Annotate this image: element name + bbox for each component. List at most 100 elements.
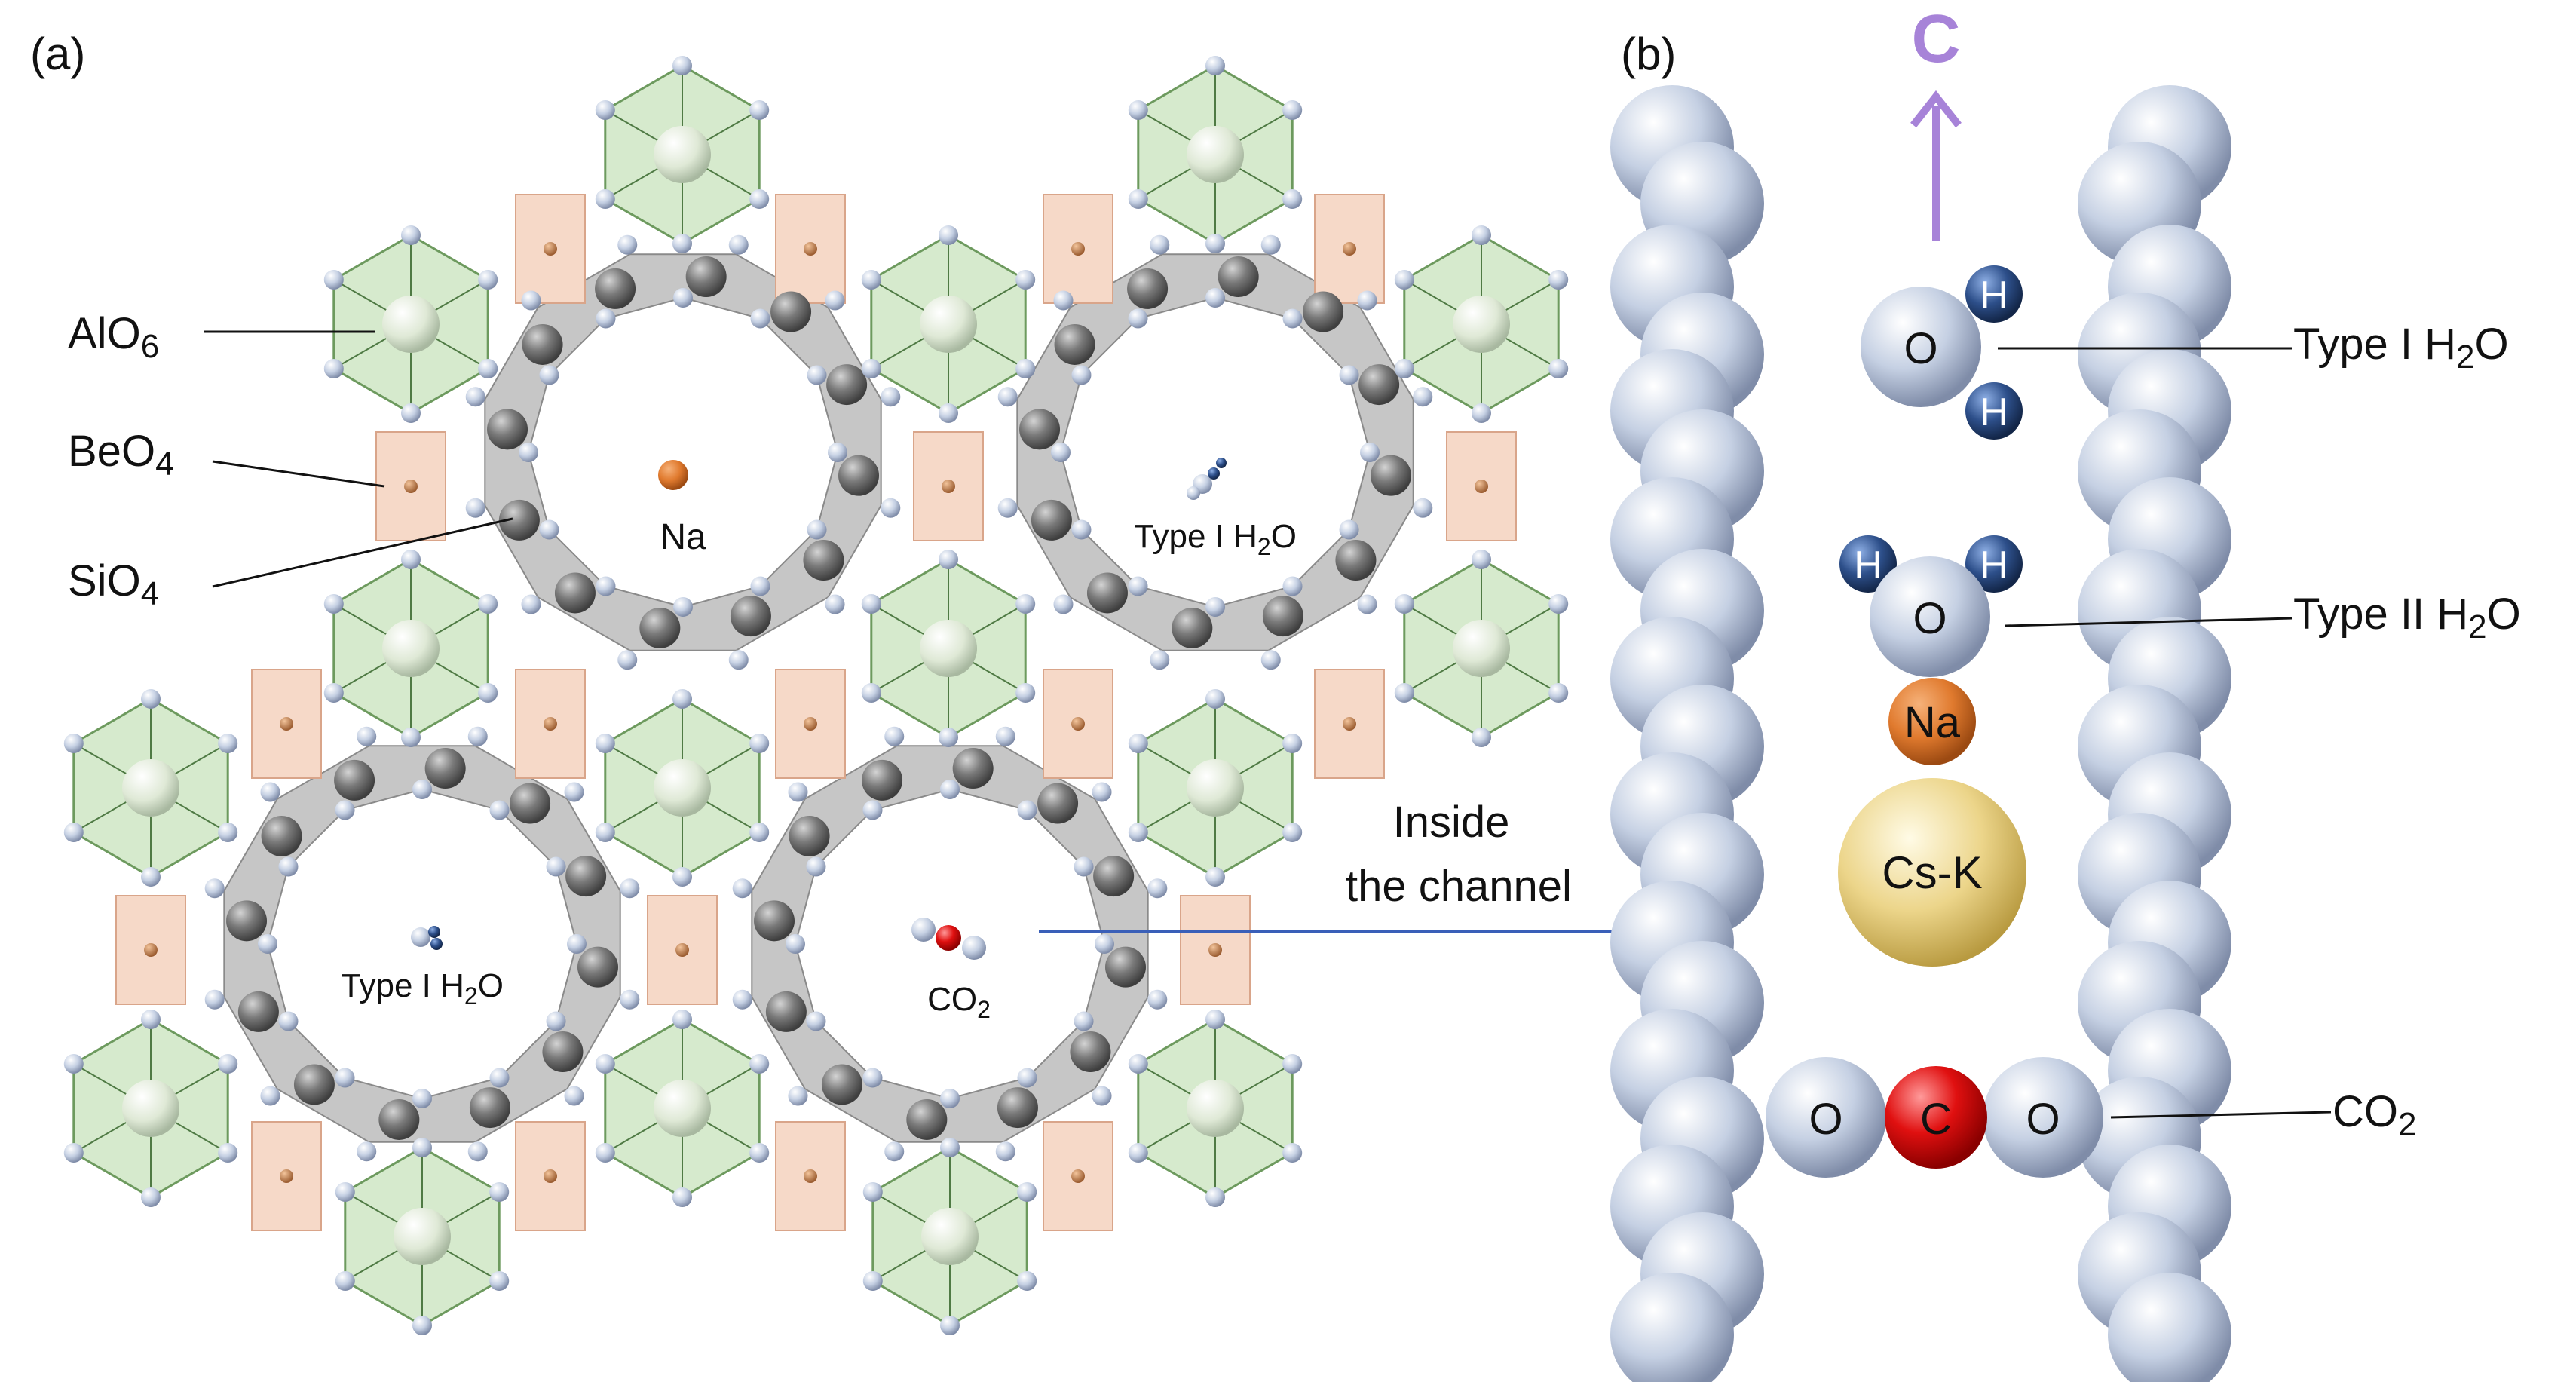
- o-atom: [63, 734, 84, 753]
- be-atom: [1071, 1169, 1085, 1183]
- svg-text:C: C: [1920, 1095, 1952, 1144]
- o-atom: [595, 100, 615, 120]
- o-atom: [617, 650, 638, 670]
- al-atom: [921, 1208, 979, 1265]
- o-atom: [1548, 683, 1569, 703]
- o-atom: [672, 689, 692, 709]
- al-atom: [1453, 620, 1510, 677]
- o-atom: [278, 856, 299, 877]
- o-atom: [204, 989, 225, 1010]
- o-atom: [595, 734, 615, 753]
- be-atom: [544, 242, 557, 256]
- o-atom: [1339, 365, 1359, 385]
- co2-molecule-b: O C O: [1766, 1057, 2103, 1178]
- o-atom: [1548, 359, 1569, 378]
- be-atom: [280, 1169, 293, 1183]
- o-atom: [732, 989, 752, 1010]
- o-atom: [940, 780, 960, 799]
- o-atom: [997, 498, 1018, 518]
- o-atom: [1413, 387, 1433, 407]
- o-atom: [1260, 234, 1281, 255]
- si-atom: [565, 856, 607, 897]
- o-atom: [335, 800, 355, 820]
- type1-callout: Type I H2O: [2293, 320, 2509, 375]
- o-atom: [1128, 734, 1148, 753]
- svg-text:H: H: [1980, 391, 2008, 434]
- o-atom: [1071, 519, 1092, 540]
- o-atom: [1360, 443, 1380, 462]
- al-atom: [1453, 296, 1510, 353]
- cs-k-label: Cs-K: [1882, 847, 1982, 898]
- sio4-label: SiO4: [68, 556, 159, 612]
- o-atom: [749, 734, 770, 753]
- o-atom: [489, 1271, 510, 1291]
- o-atom: [1282, 308, 1303, 329]
- si-atom: [334, 759, 375, 801]
- o-atom: [1128, 576, 1148, 596]
- o-atom: [1092, 782, 1112, 802]
- o-atom: [1015, 359, 1036, 378]
- si-atom: [754, 900, 795, 942]
- be-atom: [1208, 943, 1222, 957]
- svg-text:H: H: [1854, 544, 1882, 587]
- be-atom: [942, 480, 955, 493]
- o-atom: [595, 189, 615, 209]
- be-atom: [1071, 242, 1085, 256]
- o-atom: [617, 234, 638, 255]
- o-atom: [401, 728, 421, 747]
- si-atom: [1218, 256, 1259, 298]
- o-atom: [401, 225, 421, 245]
- o-atom: [939, 225, 958, 245]
- si-atom: [378, 1099, 420, 1140]
- o-atom: [788, 782, 808, 802]
- o-atom: [323, 683, 344, 703]
- si-atom: [293, 1064, 335, 1105]
- na-atom-b: [1888, 678, 1976, 765]
- co2-label-a: CO2: [927, 981, 991, 1023]
- si-atom: [577, 946, 618, 988]
- o-atom: [401, 403, 421, 423]
- o-atom: [335, 1068, 355, 1088]
- o-atom: [1053, 594, 1074, 614]
- o-atom: [750, 308, 770, 329]
- si-atom: [1358, 364, 1400, 406]
- c-axis-label: C: [1912, 2, 1961, 77]
- o-atom: [861, 359, 881, 378]
- o-atom: [335, 1271, 355, 1291]
- o-atom: [1128, 823, 1148, 842]
- o-atom: [749, 189, 770, 209]
- o-atom: [1051, 443, 1071, 462]
- panel-a-label: (a): [30, 29, 85, 79]
- o-atom: [357, 1141, 377, 1162]
- o-atom: [672, 1187, 692, 1207]
- si-atom: [1019, 409, 1061, 450]
- si-atom: [1303, 291, 1344, 332]
- o-atom: [1394, 359, 1414, 378]
- svg-text:O: O: [1913, 594, 1947, 643]
- si-atom: [1104, 946, 1146, 988]
- o-atom: [862, 1182, 883, 1202]
- si-atom: [1127, 268, 1169, 309]
- o-atom: [595, 1143, 615, 1163]
- o-atom: [1357, 594, 1377, 614]
- si-atom: [510, 783, 551, 824]
- si-atom: [226, 900, 268, 942]
- o-atom: [749, 1054, 770, 1074]
- o-atom: [1394, 270, 1414, 290]
- si-atom: [522, 323, 563, 365]
- o-atom: [564, 1086, 584, 1106]
- the-channel-label: the channel: [1346, 862, 1572, 911]
- al-atom: [1187, 126, 1244, 183]
- si-atom: [826, 364, 868, 406]
- al-atom: [394, 1208, 451, 1265]
- o-atom: [861, 683, 881, 703]
- o-atom: [1205, 597, 1225, 617]
- wall-oxygen-right: [2108, 1273, 2231, 1382]
- o-atom: [1205, 1187, 1225, 1207]
- o-atom: [807, 519, 827, 540]
- o-atom: [539, 519, 559, 540]
- o-atom: [1339, 519, 1359, 540]
- o-atom: [1282, 823, 1303, 842]
- o-atom: [357, 726, 377, 746]
- o-atom: [567, 934, 587, 954]
